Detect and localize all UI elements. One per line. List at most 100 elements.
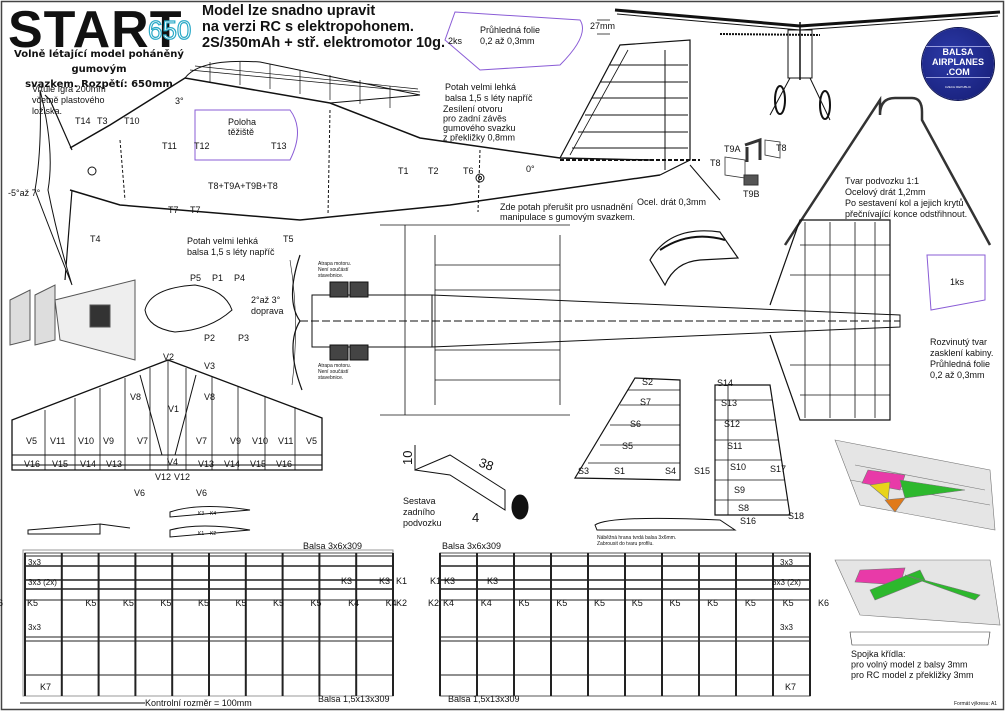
- logo-line: .COM: [946, 67, 970, 77]
- subtitle-line: svazkem. Rozpětí: 650mm: [25, 79, 173, 90]
- sheet-part-label: K2: [396, 598, 407, 608]
- sheet-part-label: K4: [443, 598, 454, 608]
- fuselage-part-label: T8: [776, 143, 787, 153]
- sheet-material-label: Balsa 1,5x13x309: [448, 694, 520, 704]
- reinforce-note: pro zadní závěs: [443, 114, 507, 124]
- sheet-part-label: K7: [785, 682, 796, 692]
- logo-country: CZECH REPUBLIC: [944, 85, 972, 89]
- fin-rib-label: S15: [694, 466, 710, 476]
- fin-rib-label: S8: [738, 503, 749, 513]
- wing-joiner-note: pro volný model z balsy 3mm: [851, 660, 968, 670]
- dim-10: 10: [400, 451, 415, 465]
- fin-rib-label: S11: [727, 441, 742, 451]
- motor-dummy-note: Není součástí: [318, 267, 349, 273]
- sheet-part-label: K3: [341, 576, 352, 586]
- fuselage-part-label: T14: [75, 116, 91, 126]
- wing-rib-label: V14: [224, 459, 240, 469]
- wing-rib-label: V16: [24, 459, 40, 469]
- sheet-part-label: K1: [430, 576, 441, 586]
- sheet-part-label: K5: [669, 598, 680, 608]
- wing-joiner-note: Spojka křídla:: [851, 649, 906, 659]
- headline-line: na verzi RC s elektropohonem.: [202, 19, 414, 35]
- fuselage-part-label: T9B: [743, 189, 760, 199]
- sheet-part-label: K4: [348, 598, 359, 608]
- wing-rib-label: V12: [155, 472, 171, 482]
- fin-rib-label: S3: [578, 466, 589, 476]
- nose-former: [144, 284, 233, 333]
- leading-edge-note: Zabrousit do tvaru profilu.: [597, 541, 654, 547]
- wing-rib-label: V6: [196, 488, 207, 498]
- sheet-part-label: K5: [273, 598, 284, 608]
- sheet-part-label: K3: [487, 576, 498, 586]
- propeller-note: ložiska.: [32, 106, 62, 116]
- wing-rib-label: V5: [306, 436, 317, 446]
- cowl-sketch: [649, 230, 740, 287]
- canopy-film-note: 0,2 až 0,3mm: [480, 36, 535, 46]
- fin-rib-label: S9: [734, 485, 745, 495]
- sheet-part-label: K5: [707, 598, 718, 608]
- fin-rib-label: S1: [614, 466, 625, 476]
- fuselage-part-label: T8+T9A+T9B+T8: [208, 181, 278, 191]
- gear-note: Po sestavení kol a jejich krytů: [845, 198, 964, 208]
- fuselage-part-label: T9A: [724, 144, 741, 154]
- wing-part-label: K4: [210, 511, 216, 517]
- wing-rib-label: V14: [80, 459, 96, 469]
- canopy-qty: 2ks: [448, 36, 463, 46]
- sheet-part-label: K6: [818, 598, 829, 608]
- wing-rib-label: V8: [130, 392, 141, 402]
- logo-line: AIRPLANES: [931, 57, 984, 67]
- wing-assembly-3d: [834, 439, 1001, 646]
- fuselage-part-label: T12: [194, 141, 210, 151]
- subtitle-line: Volně létající model poháněný gumovým: [14, 49, 184, 75]
- fuselage-part-label: T7: [190, 205, 201, 215]
- prop-angle: -5°až 7°: [8, 188, 41, 198]
- wing-joiner-note: pro RC model z překližky 3mm: [851, 670, 974, 680]
- strip-label: 3x3: [28, 558, 41, 567]
- steel-wire-note: Ocel. drát 0,3mm: [637, 197, 706, 207]
- dim-38: 38: [477, 455, 496, 474]
- motor-dummy-note: Atrapa motoru.: [318, 261, 351, 267]
- cover-note: balsa 1,5 s léty napříč: [187, 247, 275, 257]
- fuselage-side-view: [34, 39, 721, 286]
- drawing-format: Formát výkresu: A1: [954, 701, 997, 707]
- wing-rib-label: V9: [103, 436, 114, 446]
- tail-skid-parts: [724, 137, 781, 186]
- fuselage-part-label: T8: [710, 158, 721, 168]
- rear-gear-sketch: [414, 445, 529, 520]
- logo-line: BALSA: [942, 47, 974, 57]
- wing-rib-label: V8: [204, 392, 215, 402]
- sheet-part-label: K5: [85, 598, 96, 608]
- sheet-part-label: K5: [556, 598, 567, 608]
- rear-gear-note: podvozku: [403, 518, 442, 528]
- sheet-part-label: K7: [40, 682, 51, 692]
- fin-rib-label: S14: [717, 378, 733, 388]
- cg-note: Poloha: [228, 117, 256, 127]
- canopy-film-note: Průhledná folie: [480, 25, 540, 35]
- strip-label: 3x3: [780, 623, 793, 632]
- fuselage-part-label: T2: [428, 166, 439, 176]
- wing-rib-label: V15: [250, 459, 266, 469]
- fuselage-part-label: T10: [124, 116, 140, 126]
- sheet-part-label: K5: [123, 598, 134, 608]
- dim-27mm: 27mm: [590, 21, 615, 31]
- sheet-part-label: K6: [0, 598, 3, 608]
- control-dimension: Kontrolní rozměr = 100mm: [145, 698, 252, 708]
- sheet-part-label: K1: [396, 576, 407, 586]
- nose-part-label: P2: [204, 333, 215, 343]
- sheet-material-label: Balsa 1,5x13x309: [318, 694, 390, 704]
- sheet-part-label: K5: [745, 598, 756, 608]
- plan-title-suffix: 650: [147, 14, 192, 45]
- wing-rib-label: V15: [52, 459, 68, 469]
- gear-note: Tvar podvozku 1:1: [845, 176, 919, 186]
- sheet-part-label: K5: [235, 598, 246, 608]
- fuselage-part-label: T11: [162, 141, 177, 151]
- fuselage-part-label: T5: [283, 234, 294, 244]
- strip-label: 3x3: [28, 623, 41, 632]
- gear-note: Ocelový drát 1,2mm: [845, 187, 926, 197]
- wing-rib-label: V7: [137, 436, 148, 446]
- glazing-qty: 1ks: [950, 277, 965, 287]
- cover-note: balsa 1,5 s léty napříč: [445, 93, 533, 103]
- sheet-part-label: K3: [444, 576, 455, 586]
- reinforce-note: gumového svazku: [443, 123, 516, 133]
